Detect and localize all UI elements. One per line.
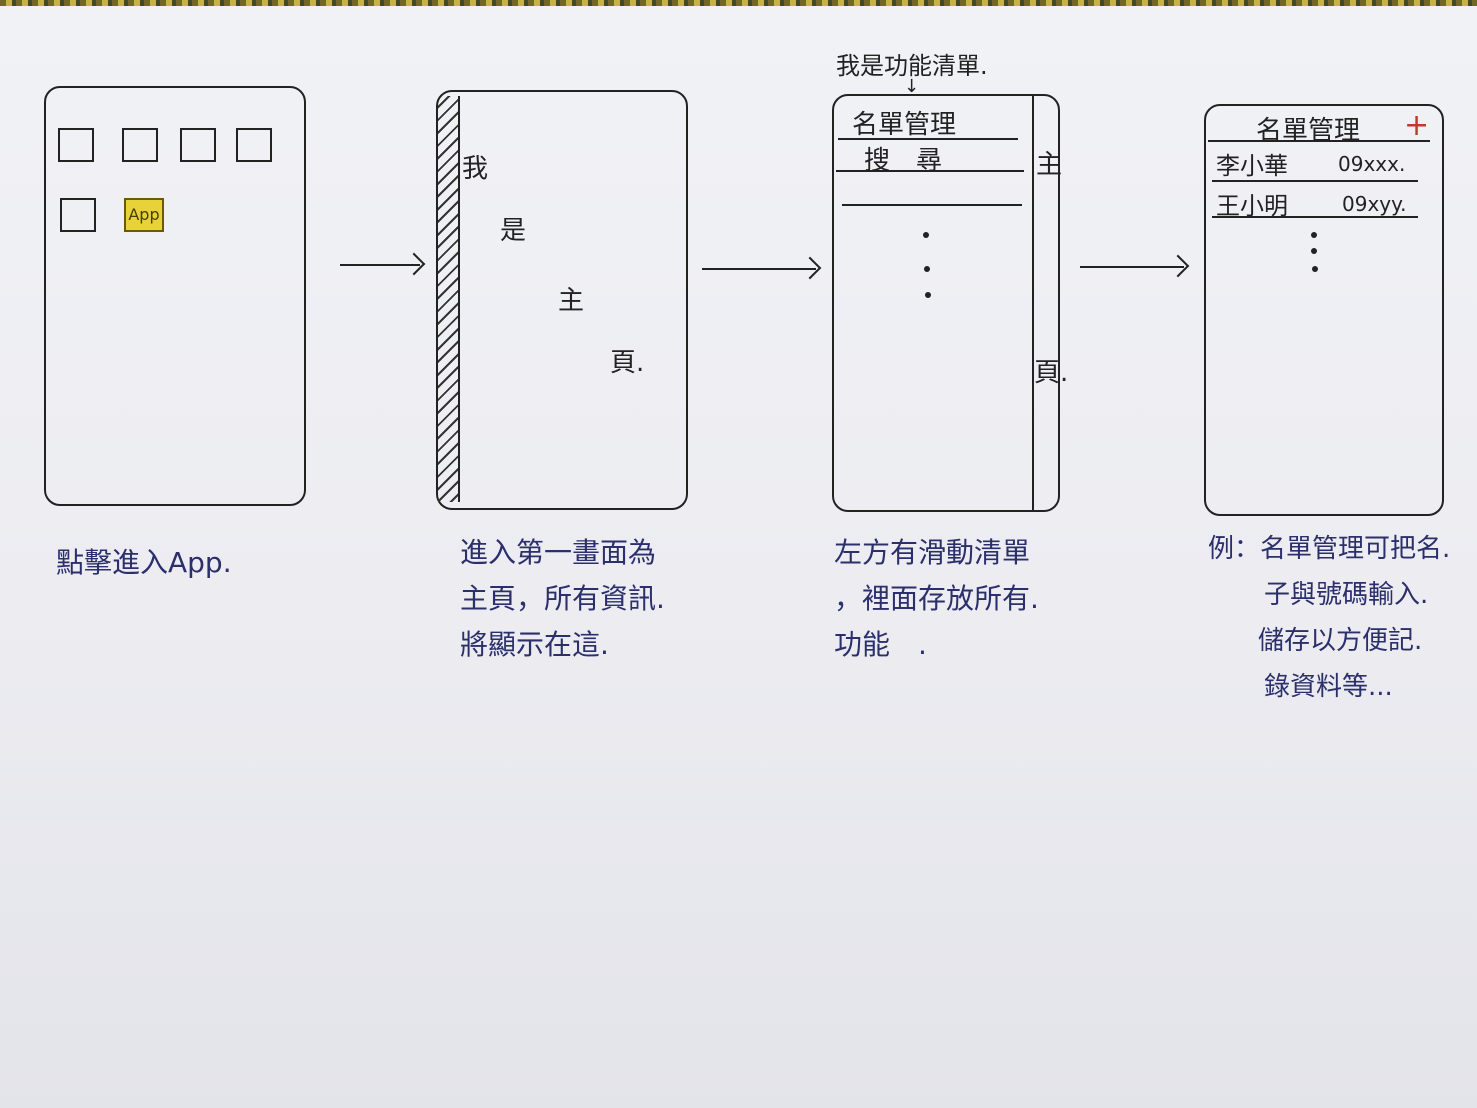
drawer-edge bbox=[1032, 96, 1034, 510]
annotation-function-list: 我是功能清單. bbox=[836, 52, 988, 80]
ellipsis-dot bbox=[1311, 232, 1317, 238]
row-divider bbox=[1212, 180, 1418, 182]
caption-line: 例：名單管理可把名. bbox=[1208, 534, 1451, 564]
phone-frame-home-screen bbox=[44, 86, 306, 506]
ellipsis-dot bbox=[924, 266, 930, 272]
row-divider bbox=[1212, 216, 1418, 218]
contact-phone: 09xxx. bbox=[1338, 152, 1406, 176]
phone-frame-function-list bbox=[832, 94, 1060, 512]
title-divider bbox=[1208, 140, 1430, 142]
menu-divider bbox=[838, 138, 1018, 140]
menu-divider bbox=[836, 170, 1024, 172]
annotation-arrow: ↓ bbox=[904, 76, 920, 97]
flow-arrow bbox=[1080, 266, 1184, 268]
caption-line: 子與號碼輸入. bbox=[1264, 580, 1429, 610]
caption-line: 進入第一畫面為 bbox=[460, 536, 657, 569]
hatched-side-drawer bbox=[438, 96, 460, 502]
phone-frame-main-page bbox=[436, 90, 688, 510]
caption-line: 功能 . bbox=[834, 628, 927, 661]
caption-panel-2: 進入第一畫面為 主頁，所有資訊. 將顯示在這. bbox=[460, 530, 665, 668]
caption-panel-1: 點擊進入App. bbox=[56, 546, 232, 579]
app-launch-icon[interactable]: App bbox=[124, 198, 164, 232]
home-text-char: 頁. bbox=[610, 348, 645, 378]
caption-line: 將顯示在這. bbox=[460, 628, 609, 661]
app-icon-placeholder bbox=[60, 198, 96, 232]
phone-frame-name-management bbox=[1204, 104, 1444, 516]
ellipsis-dot bbox=[1311, 248, 1317, 254]
caption-line: 儲存以方便記. bbox=[1258, 626, 1423, 656]
app-icon-placeholder bbox=[58, 128, 94, 162]
side-home-char: 主 bbox=[1036, 150, 1063, 180]
app-icon-placeholder bbox=[122, 128, 158, 162]
contact-name: 李小華 bbox=[1216, 152, 1288, 180]
app-icon-placeholder bbox=[180, 128, 216, 162]
side-home-char: 頁. bbox=[1034, 358, 1069, 388]
ellipsis-dot bbox=[1312, 266, 1318, 272]
home-text-char: 是 bbox=[500, 216, 527, 246]
caption-line: 錄資料等... bbox=[1264, 672, 1393, 702]
home-text-char: 我 bbox=[462, 154, 489, 184]
app-icon-placeholder bbox=[236, 128, 272, 162]
menu-item-name-management[interactable]: 名單管理 bbox=[852, 110, 957, 140]
add-button[interactable]: + bbox=[1404, 108, 1430, 143]
caption-line: 左方有滑動清單 bbox=[834, 536, 1031, 569]
paper-sheet bbox=[0, 6, 1477, 1108]
menu-divider bbox=[842, 204, 1022, 206]
flow-arrow bbox=[702, 268, 816, 270]
flow-arrow bbox=[340, 264, 420, 266]
home-text-char: 主 bbox=[558, 286, 585, 316]
caption-panel-3: 左方有滑動清單 ，裡面存放所有. 功能 . bbox=[834, 530, 1039, 668]
contact-phone: 09xyy. bbox=[1342, 192, 1407, 216]
ellipsis-dot bbox=[925, 292, 931, 298]
contact-name: 王小明 bbox=[1216, 192, 1288, 220]
ellipsis-dot bbox=[923, 232, 929, 238]
caption-line: ，裡面存放所有. bbox=[834, 582, 1039, 615]
caption-line: 主頁，所有資訊. bbox=[460, 582, 665, 615]
caption-panel-4: 例：名單管理可把名. 子與號碼輸入. 儲存以方便記. 錄資料等... bbox=[1208, 526, 1450, 710]
